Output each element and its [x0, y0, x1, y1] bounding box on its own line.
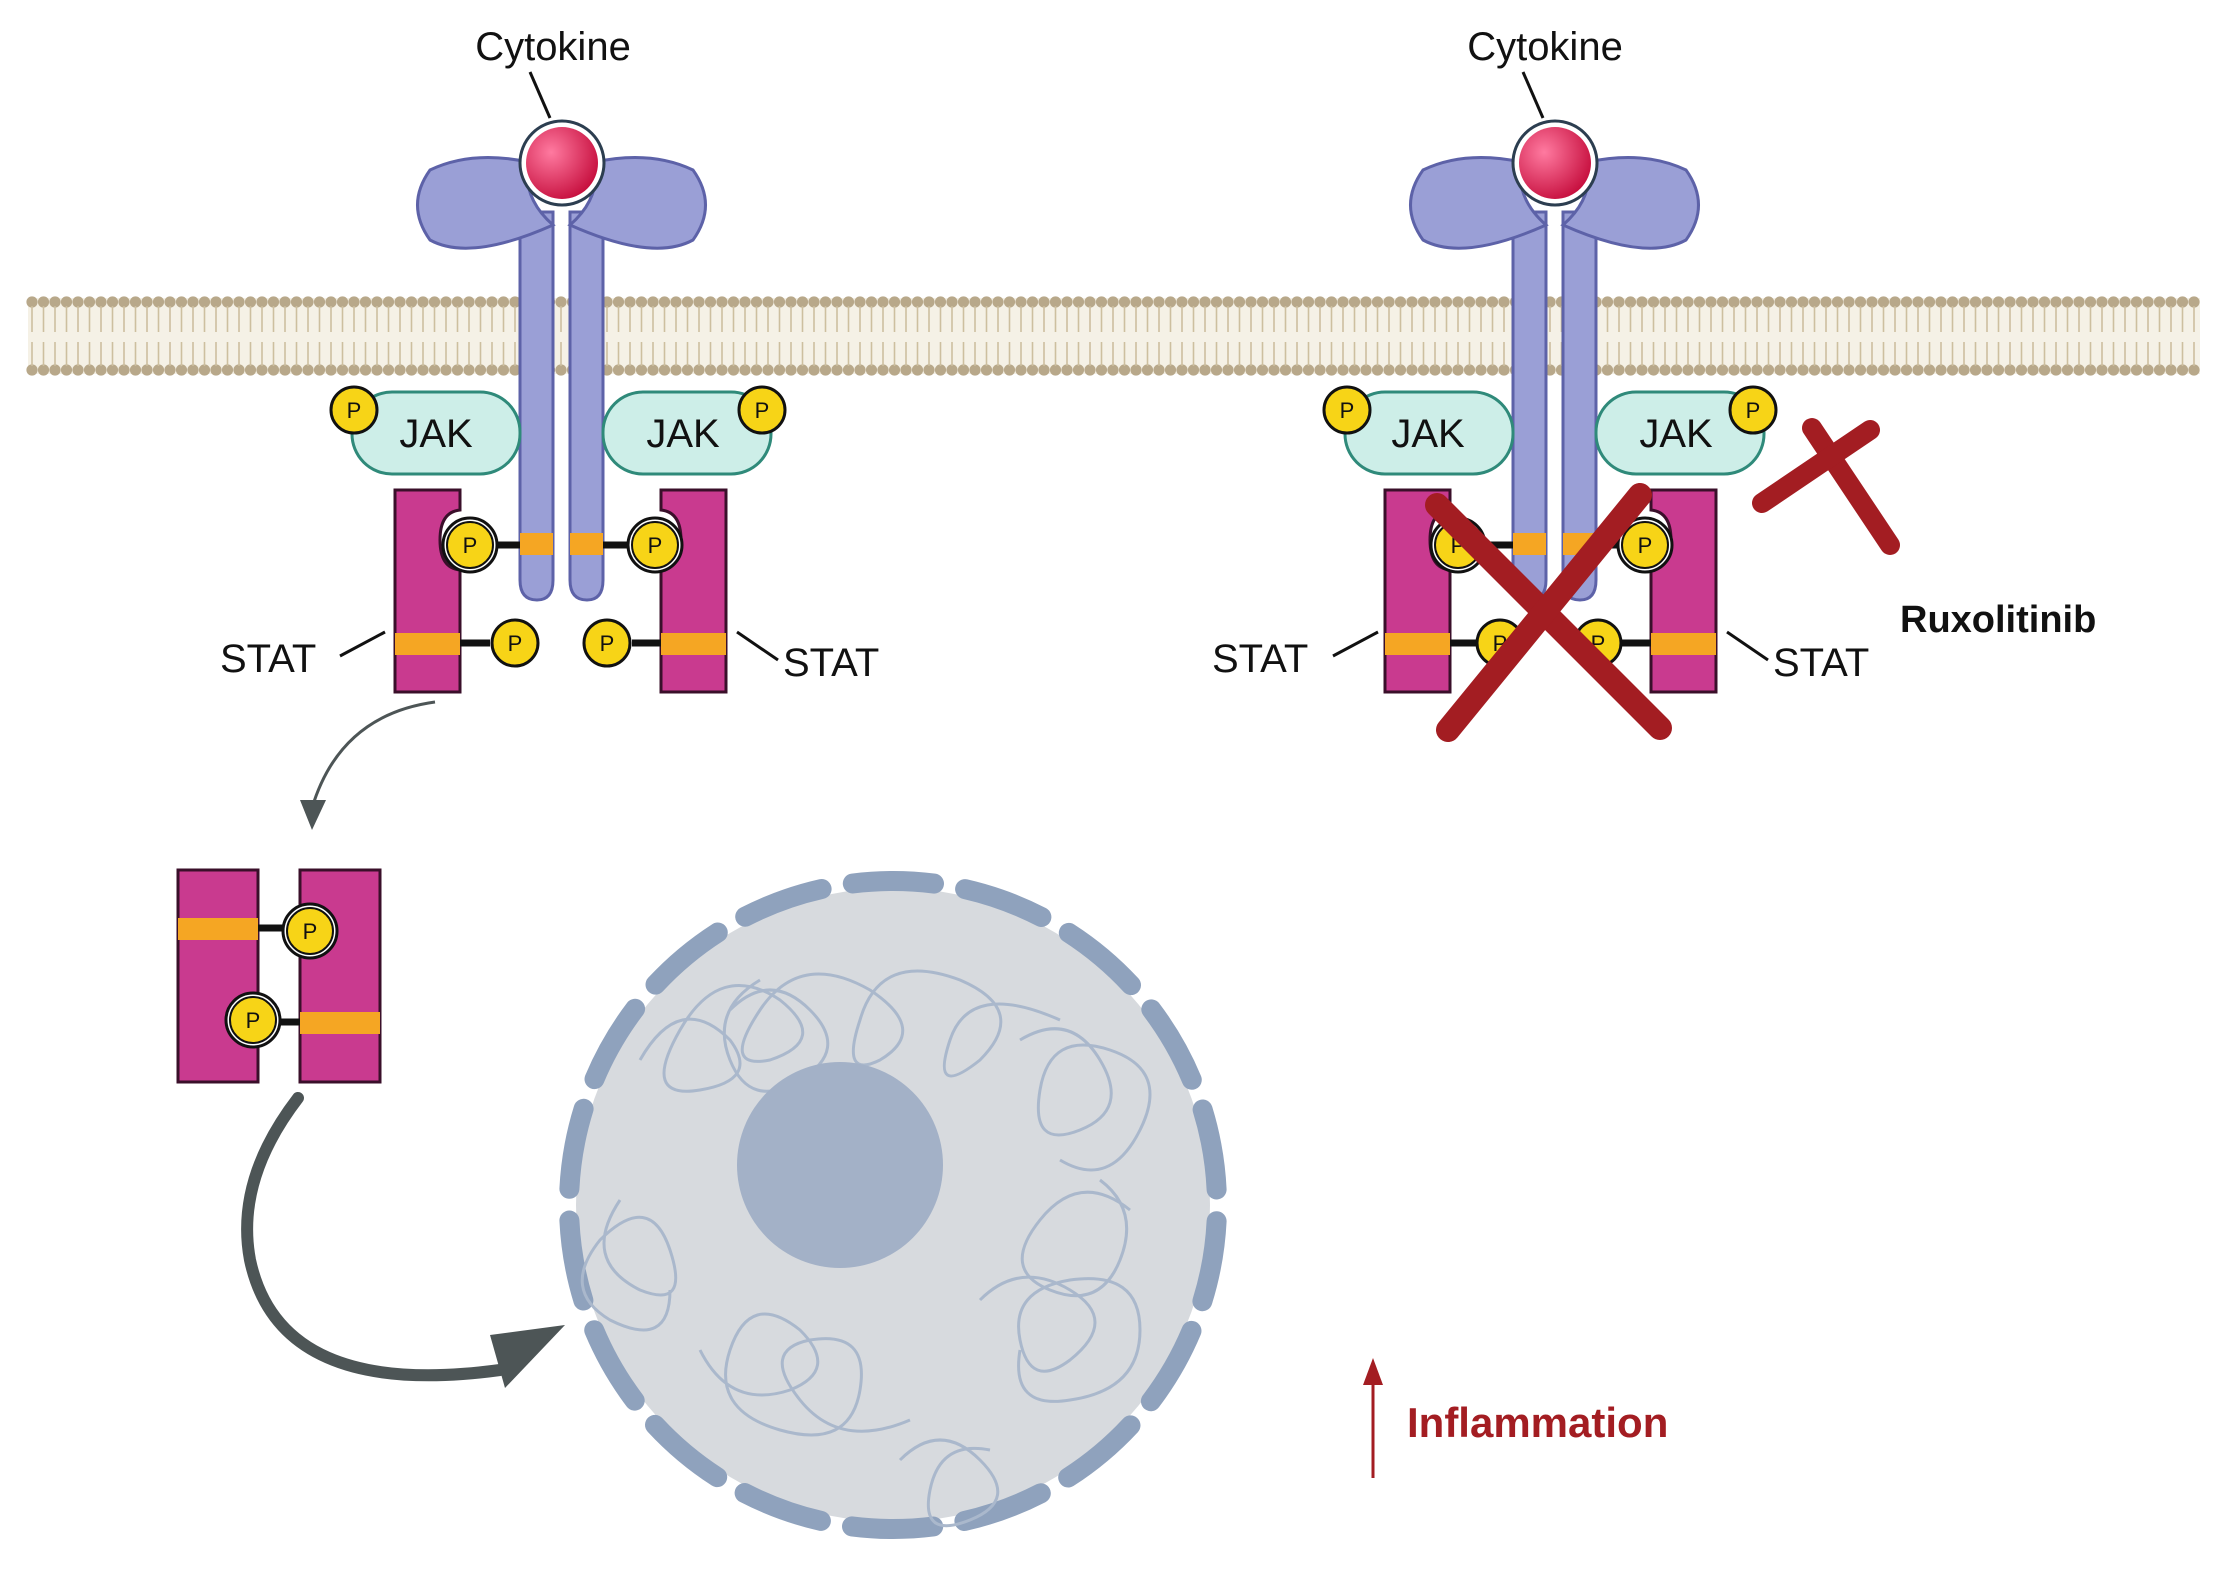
- cytokine-receptor: [1409, 156, 1700, 602]
- jak-left: JAK: [1343, 390, 1515, 476]
- svg-text:P: P: [303, 919, 318, 944]
- svg-text:P: P: [1340, 398, 1355, 423]
- svg-text:P: P: [755, 398, 770, 423]
- inhibitor-label: Ruxolitinib: [1900, 599, 2096, 641]
- phosphate: P: [737, 385, 787, 435]
- receptor-complex-active: Cytokine JAK JAK P P P: [220, 25, 879, 694]
- stat-protein-right: [1649, 488, 1718, 694]
- svg-text:P: P: [347, 398, 362, 423]
- cytokine-ligand: [1511, 71, 1599, 207]
- jak-label: JAK: [399, 412, 473, 456]
- phosphate: P: [1322, 385, 1372, 435]
- stat-protein-right: [659, 488, 728, 694]
- jak-label: JAK: [646, 412, 720, 456]
- x-mark-icon: [1425, 483, 1672, 742]
- jak-label: JAK: [1639, 412, 1713, 456]
- svg-text:P: P: [1746, 398, 1761, 423]
- nucleus: [559, 870, 1227, 1540]
- phosphate: P: [626, 516, 684, 574]
- up-arrow-icon: [1363, 1358, 1383, 1478]
- phosphate: P: [441, 516, 499, 574]
- svg-text:P: P: [463, 533, 478, 558]
- cytokine-label: Cytokine: [1467, 25, 1623, 69]
- phosphate: P: [490, 618, 540, 668]
- stat-label-left: STAT: [220, 637, 316, 681]
- translocation-arrow: [241, 1092, 565, 1388]
- phosphate: P: [281, 902, 339, 960]
- svg-text:P: P: [1638, 533, 1653, 558]
- stat-protein-left: [393, 488, 462, 694]
- phosphate: P: [224, 991, 282, 1049]
- nucleolus: [737, 1062, 943, 1268]
- outcome-label: Inflammation: [1407, 1399, 1668, 1446]
- stat-label-right: STAT: [783, 641, 879, 685]
- phosphate: P: [1616, 516, 1674, 574]
- cytokine-ligand: [518, 71, 606, 207]
- jak-right: JAK: [601, 390, 773, 476]
- jak-label: JAK: [1391, 412, 1465, 456]
- receptor-complex-inhibited: Cytokine JAK JAK P P P: [1212, 25, 1869, 742]
- svg-text:P: P: [600, 631, 615, 656]
- t-bar-inhibition-icon: [1752, 418, 1900, 555]
- stat-dimer: P P: [176, 868, 382, 1084]
- svg-text:P: P: [508, 631, 523, 656]
- dissociation-arrow: [300, 700, 436, 830]
- jak-right: JAK: [1594, 390, 1766, 476]
- svg-text:P: P: [648, 533, 663, 558]
- phosphate: P: [1728, 385, 1778, 435]
- cytokine-label: Cytokine: [475, 25, 631, 69]
- phosphate: P: [329, 385, 379, 435]
- phosphate: P: [582, 618, 632, 668]
- stat-label-left: STAT: [1212, 637, 1308, 681]
- cell-membrane: [26, 296, 2200, 376]
- svg-text:P: P: [246, 1008, 261, 1033]
- cytokine-receptor: [416, 156, 707, 602]
- stat-label-right: STAT: [1773, 641, 1869, 685]
